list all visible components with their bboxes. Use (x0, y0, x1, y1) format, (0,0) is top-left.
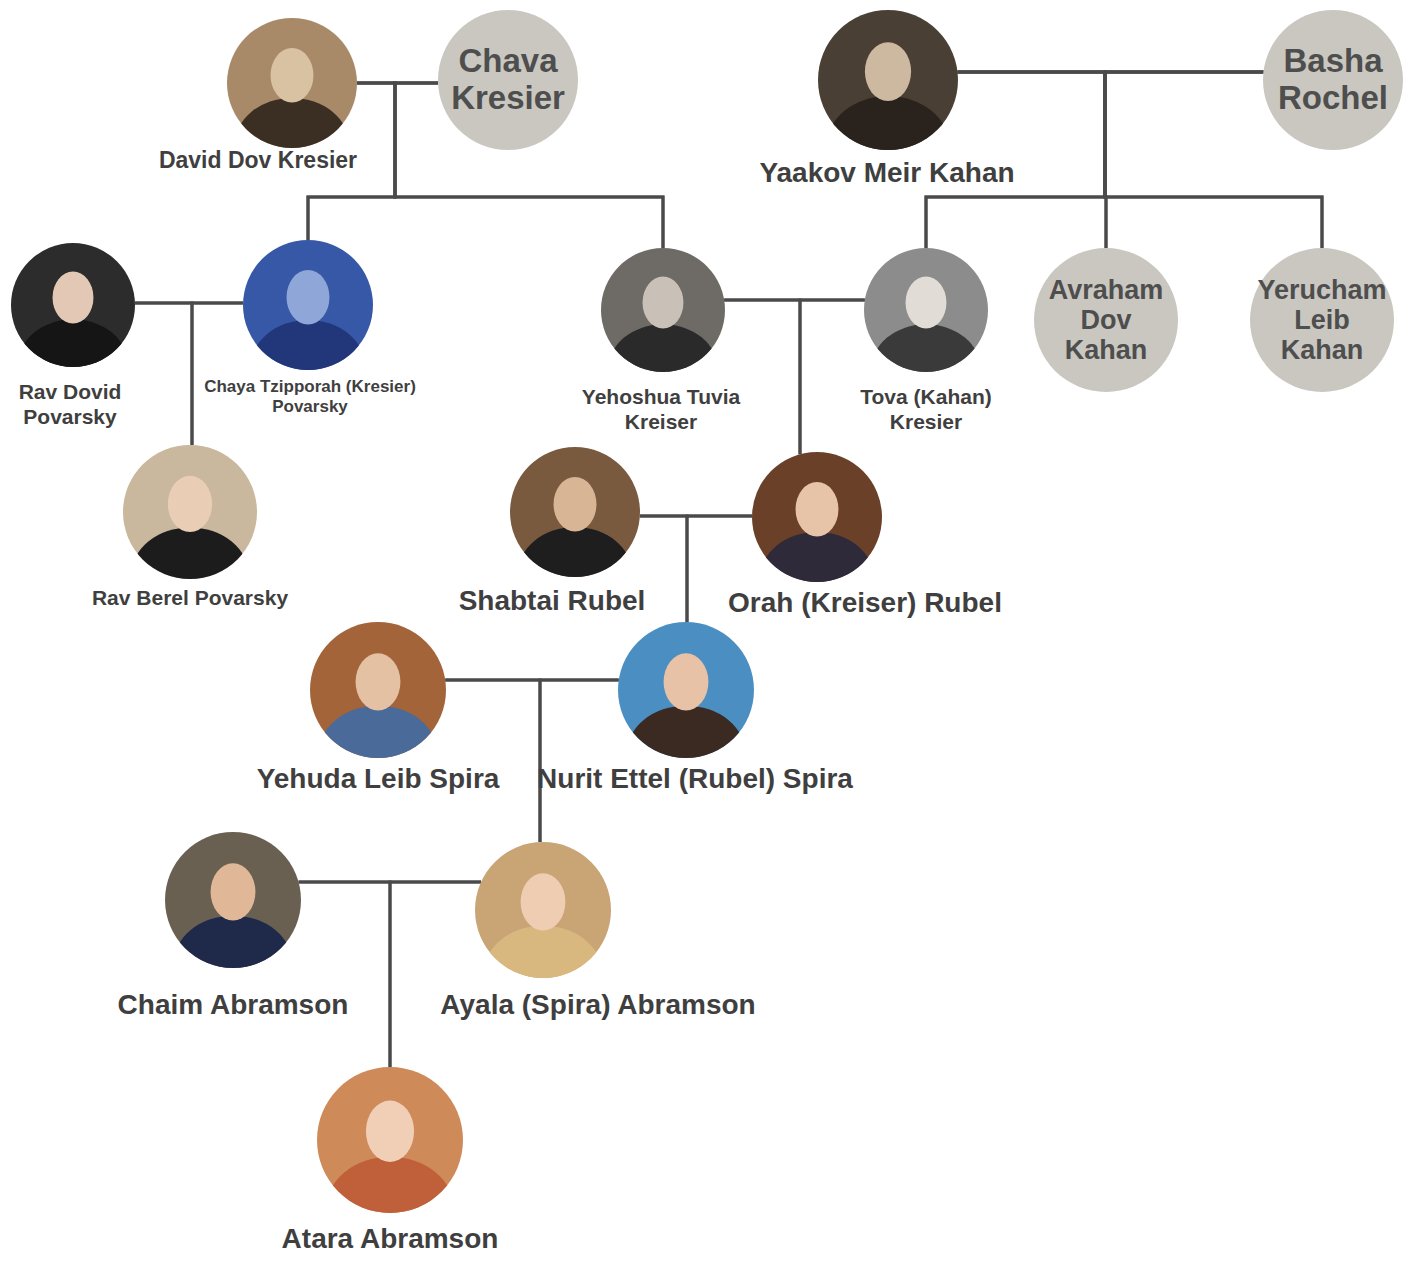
portrait-silhouette (510, 447, 640, 577)
portrait-node: Nurit Ettel (Rubel) Spira (618, 622, 754, 758)
portrait-node: Rav Berel Povarsky (123, 445, 257, 579)
portrait-node: Rav Dovid Povarsky (11, 243, 135, 367)
person-name: Basha Rochel (1266, 43, 1400, 117)
person-name: Rav Dovid Povarsky (3, 380, 138, 430)
circle-text-holder: Chava Kresier (438, 10, 578, 150)
family-line (800, 300, 865, 454)
person-name: Yehuda Leib Spira (257, 762, 500, 795)
name-circle: Basha Rochel (1263, 10, 1403, 150)
portrait-silhouette (310, 622, 446, 758)
portrait-circle (227, 18, 357, 148)
family-line (192, 303, 243, 445)
portrait-node: Yehoshua Tuvia Kreiser (601, 248, 725, 372)
portrait-circle (475, 842, 611, 978)
portrait-circle (864, 248, 988, 372)
circle-text-holder: Basha Rochel (1263, 10, 1403, 150)
portrait-node: Shabtai Rubel (510, 447, 640, 577)
portrait-node: Yehuda Leib Spira (310, 622, 446, 758)
portrait-silhouette (165, 832, 301, 968)
person-name: David Dov Kresier (159, 147, 357, 174)
portrait-node: Chaya Tzipporah (Kresier) Povarsky (243, 240, 373, 370)
portrait-node: Orah (Kreiser) Rubel (752, 452, 882, 582)
portrait-silhouette (317, 1067, 463, 1213)
grey-circle (1250, 248, 1394, 392)
family-line (1105, 72, 1263, 248)
family-line (724, 300, 800, 454)
person-name: Chaim Abramson (118, 988, 349, 1021)
portrait-silhouette (227, 18, 357, 148)
person-name: Yaakov Meir Kahan (759, 156, 1014, 189)
portrait-node: David Dov Kresier (227, 18, 357, 148)
portrait-circle (317, 1067, 463, 1213)
circle-text-holder: Yerucham Leib Kahan (1250, 248, 1394, 392)
portrait-silhouette (601, 248, 725, 372)
person-name: Ayala (Spira) Abramson (440, 988, 755, 1021)
family-line (390, 882, 481, 1067)
person-name: Shabtai Rubel (459, 584, 646, 617)
portrait-silhouette (818, 10, 958, 150)
family-line (445, 680, 540, 842)
portrait-circle (752, 452, 882, 582)
portrait-node: Tova (Kahan) Kresier (864, 248, 988, 372)
name-circle: Yerucham Leib Kahan (1250, 248, 1394, 392)
portrait-silhouette (123, 445, 257, 579)
portrait-circle (11, 243, 135, 367)
grey-circle (438, 10, 578, 150)
grey-circle (1263, 10, 1403, 150)
portrait-silhouette (475, 842, 611, 978)
portrait-circle (601, 248, 725, 372)
portrait-circle (310, 622, 446, 758)
person-name: Rav Berel Povarsky (92, 586, 288, 611)
portrait-silhouette (618, 622, 754, 758)
family-line (540, 680, 619, 842)
family-line (135, 303, 192, 445)
portrait-circle (818, 10, 958, 150)
grey-circle (1034, 248, 1178, 392)
portrait-silhouette (752, 452, 882, 582)
portrait-silhouette (11, 243, 135, 367)
person-name: Yehoshua Tuvia Kreiser (561, 385, 761, 435)
person-name: Avraham Dov Kahan (1037, 275, 1175, 366)
person-name: Orah (Kreiser) Rubel (728, 586, 1002, 619)
name-circle: Avraham Dov Kahan (1034, 248, 1178, 392)
portrait-circle (123, 445, 257, 579)
person-name: Chaya Tzipporah (Kresier) Povarsky (203, 377, 418, 417)
portrait-circle (243, 240, 373, 370)
name-circle: Chava Kresier (438, 10, 578, 150)
person-name: Atara Abramson (282, 1222, 499, 1255)
circle-text-holder: Avraham Dov Kahan (1034, 248, 1178, 392)
portrait-silhouette (243, 240, 373, 370)
portrait-node: Ayala (Spira) Abramson (475, 842, 611, 978)
portrait-circle (510, 447, 640, 577)
person-name: Chava Kresier (441, 43, 575, 117)
portrait-node: Chaim Abramson (165, 832, 301, 968)
portrait-node: Yaakov Meir Kahan (818, 10, 958, 150)
portrait-silhouette (864, 248, 988, 372)
family-line (640, 516, 687, 622)
person-name: Yerucham Leib Kahan (1253, 275, 1391, 366)
person-name: Tova (Kahan) Kresier (839, 385, 1014, 435)
person-name: Nurit Ettel (Rubel) Spira (530, 762, 860, 795)
portrait-node: Atara Abramson (317, 1067, 463, 1213)
family-line (299, 882, 390, 1067)
portrait-circle (165, 832, 301, 968)
portrait-circle (618, 622, 754, 758)
